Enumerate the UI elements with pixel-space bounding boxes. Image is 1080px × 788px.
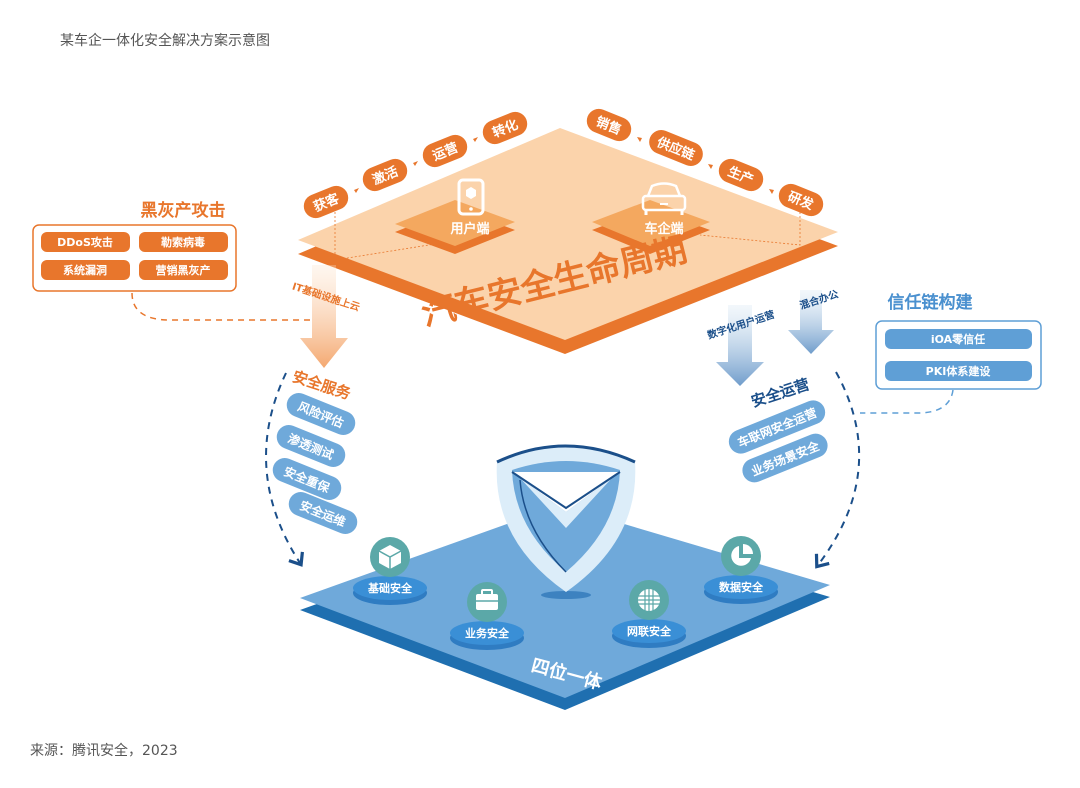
car-icon — [641, 182, 687, 215]
connector-car-steps — [699, 212, 801, 246]
step-arrow-icon — [354, 188, 359, 193]
globe-icon — [638, 589, 660, 611]
phone-icon — [457, 178, 485, 216]
user-end-tile[interactable]: 用户端 — [395, 178, 515, 254]
user-end-label: 用户端 — [449, 221, 489, 237]
car-step-1[interactable]: 销售 — [583, 105, 635, 144]
platform-base — [300, 505, 830, 710]
platform-node-label: 网联安全 — [627, 624, 672, 638]
trust-ioa[interactable]: iOA零信任 — [885, 329, 1032, 349]
pie-chart-icon — [731, 544, 753, 566]
user-step-2[interactable]: 激活 — [359, 155, 411, 194]
platform-node-basic[interactable]: 基础安全 — [353, 537, 427, 605]
trust-label: PKI体系建设 — [926, 364, 992, 378]
car-step-2[interactable]: 供应链 — [646, 126, 707, 169]
platform-node-business[interactable]: 业务安全 — [450, 582, 524, 650]
platform-node-network[interactable]: 网联安全 — [612, 580, 686, 648]
threat-label: DDoS攻击 — [57, 235, 113, 249]
cloud-arrow — [300, 265, 348, 368]
threats-connector — [131, 292, 310, 321]
threat-vulnerability[interactable]: 系统漏洞 — [41, 260, 130, 280]
car-end-tile[interactable]: 车企端 — [592, 182, 710, 255]
user-step-4[interactable]: 转化 — [479, 108, 531, 147]
diagram-caption: 某车企一体化安全解决方案示意图 — [60, 33, 270, 49]
user-step-1[interactable]: 获客 — [300, 182, 352, 221]
threat-ddos[interactable]: DDoS攻击 — [41, 232, 130, 252]
threat-ransomware[interactable]: 勒索病毒 — [139, 232, 228, 252]
hybrid-office-arrow — [788, 290, 834, 354]
car-step-4[interactable]: 研发 — [775, 180, 827, 219]
threat-label: 营销黑灰产 — [156, 263, 211, 277]
platform-node-label: 基础安全 — [367, 581, 413, 595]
digital-ops-arrow — [716, 305, 764, 386]
trust-panel: 信任链构建 iOA零信任 PKI体系建设 — [875, 292, 1042, 390]
step-arrow-icon — [473, 137, 478, 142]
step-arrow-icon — [413, 161, 418, 166]
platform-node-label: 数据安全 — [719, 580, 764, 594]
threat-label: 勒索病毒 — [161, 235, 205, 249]
platform-node-data[interactable]: 数据安全 — [704, 536, 778, 604]
shield-icon — [496, 444, 636, 599]
car-end-label: 车企端 — [644, 221, 683, 237]
cube-icon — [378, 545, 402, 569]
trust-connector — [860, 389, 954, 414]
threats-title: 黑灰产攻击 — [141, 200, 226, 221]
threat-label: 系统漏洞 — [63, 263, 107, 277]
threats-panel: 黑灰产攻击 DDoS攻击 勒索病毒 系统漏洞 营销黑灰产 — [32, 200, 237, 292]
connector-user-steps — [334, 212, 461, 261]
service-dashed-arrow — [265, 372, 304, 567]
step-arrow-icon — [637, 137, 642, 142]
platform-node-label: 业务安全 — [465, 626, 510, 640]
trust-label: iOA零信任 — [931, 332, 985, 346]
source-note: 来源：腾讯安全，2023 — [30, 743, 178, 759]
threat-marketing-fraud[interactable]: 营销黑灰产 — [139, 260, 228, 280]
ops-dashed-arrow — [814, 371, 861, 569]
step-arrow-icon — [769, 189, 774, 194]
lifecycle-platform — [298, 128, 838, 354]
service-item-pentest[interactable]: 渗透测试 — [273, 421, 349, 470]
trust-title: 信任链构建 — [888, 292, 973, 313]
user-step-3[interactable]: 运营 — [419, 131, 471, 170]
briefcase-icon — [476, 589, 498, 610]
trust-pki[interactable]: PKI体系建设 — [885, 361, 1032, 381]
step-arrow-icon — [708, 164, 713, 169]
car-step-3[interactable]: 生产 — [715, 155, 767, 194]
